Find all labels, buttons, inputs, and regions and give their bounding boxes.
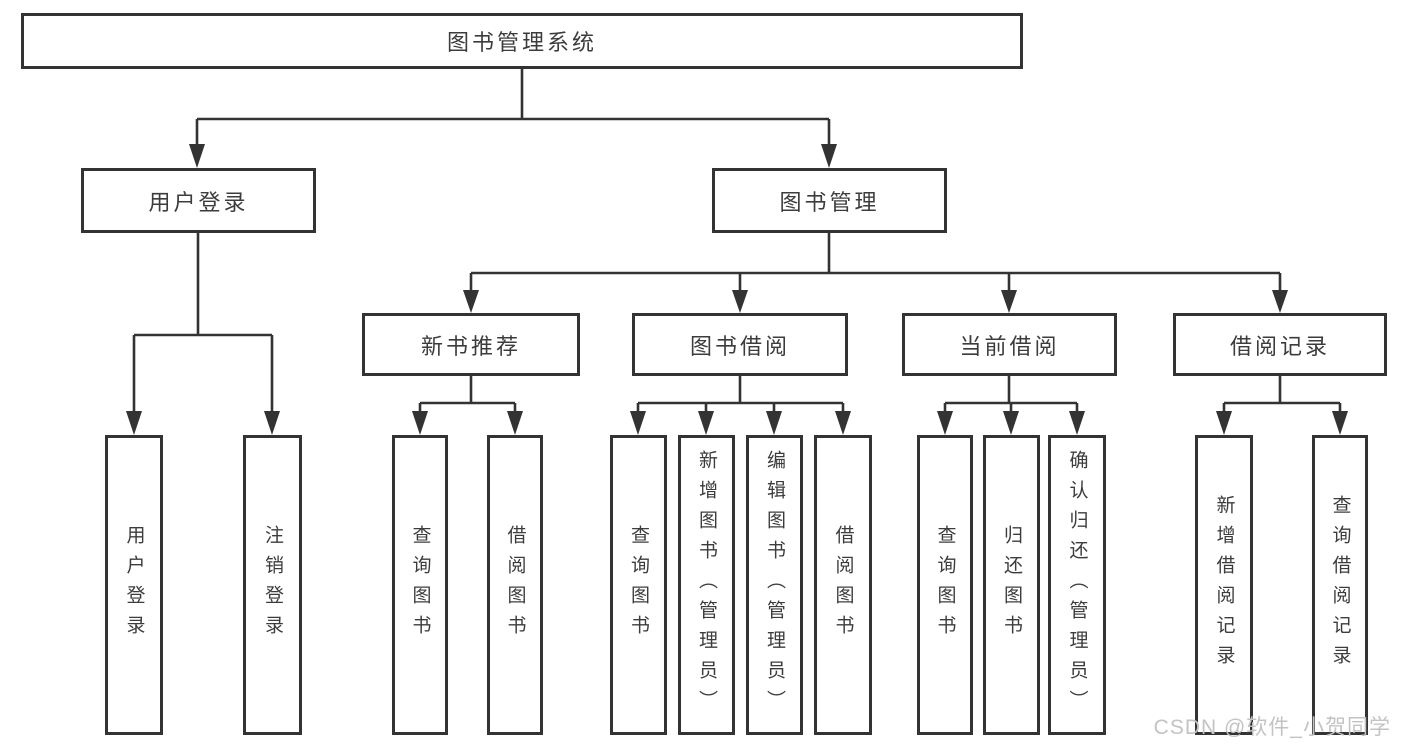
leaf-logout: 注销登录 [243,435,302,735]
csdn-watermark: CSDN @软件_小贺同学 [1153,716,1391,739]
leaf-current-return-books: 归还图书 [983,435,1040,735]
node-book-management: 图书管理 [712,168,947,233]
node-borrowing-records: 借阅记录 [1173,313,1387,376]
node-user-login-group: 用户登录 [81,168,316,233]
leaf-borrow-add-books-admin: 新增图书（管理员） [678,435,735,735]
leaf-borrow-borrow-books: 借阅图书 [814,435,872,735]
leaf-recommend-borrow-books: 借阅图书 [487,435,543,735]
leaf-recommend-query-books: 查询图书 [392,435,448,735]
leaf-current-confirm-return-admin: 确认归还（管理员） [1048,435,1106,735]
node-library-management-system: 图书管理系统 [21,13,1023,69]
node-current-borrowing: 当前借阅 [902,313,1117,376]
leaf-borrow-edit-books-admin: 编辑图书（管理员） [746,435,803,735]
leaf-current-query-books: 查询图书 [917,435,973,735]
leaf-records-add-record: 新增借阅记录 [1195,435,1253,735]
node-book-borrowing: 图书借阅 [632,313,848,376]
leaf-borrow-query-books: 查询图书 [610,435,667,735]
node-new-book-recommend: 新书推荐 [362,313,580,376]
leaf-user-login: 用户登录 [105,435,163,735]
leaf-records-query-record: 查询借阅记录 [1312,435,1368,735]
